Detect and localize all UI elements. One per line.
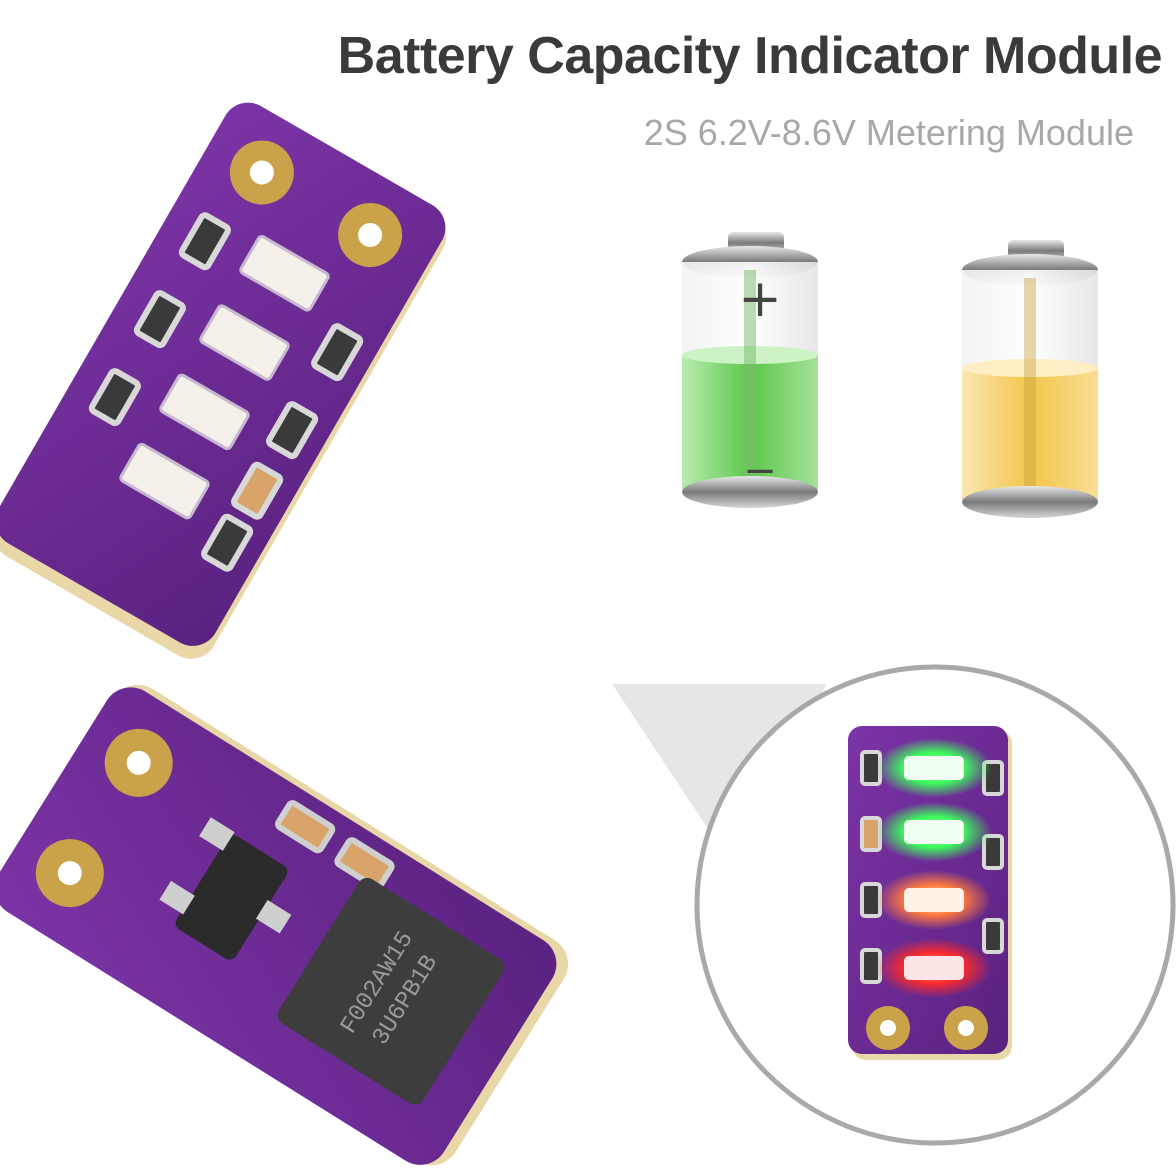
page-subtitle: 2S 6.2V-8.6V Metering Module <box>643 112 1134 153</box>
battery-plus-sign: + <box>738 269 782 329</box>
led-green-1 <box>876 738 992 798</box>
battery-half-yellow-icon <box>962 240 1098 518</box>
battery-full-green-icon: + − <box>682 232 818 508</box>
led-green-2 <box>876 802 992 862</box>
pcb-board-led-side <box>0 102 447 659</box>
pcb-board-chip-side: F002AW15 3U6PB1B <box>0 684 569 1166</box>
pcb-board-lit <box>848 726 1012 1060</box>
led-red <box>876 938 992 998</box>
led-orange <box>876 870 992 930</box>
battery-minus-sign: − <box>743 448 777 494</box>
page-title: Battery Capacity Indicator Module <box>337 27 1163 85</box>
